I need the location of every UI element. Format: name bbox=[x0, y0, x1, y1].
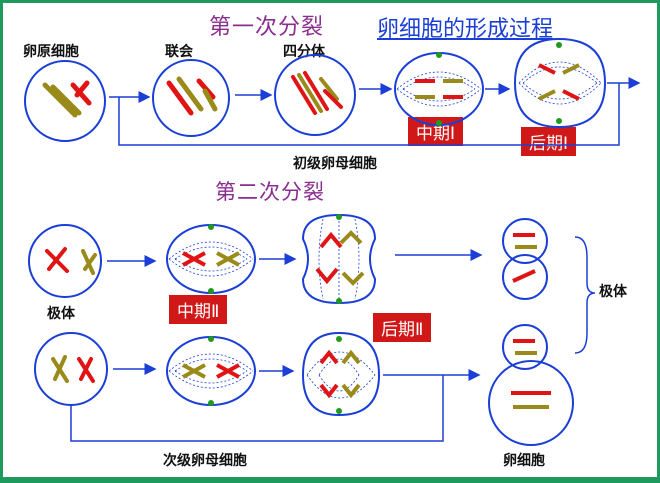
metaphase-1-badge: 中期Ⅰ bbox=[408, 117, 464, 146]
secondary-oocyte-label: 次级卵母细胞 bbox=[163, 453, 247, 469]
second-division-heading: 第二次分裂 bbox=[215, 180, 325, 204]
first-division-heading: 第一次分裂 bbox=[209, 15, 325, 40]
egg-cell-label: 卵细胞 bbox=[503, 453, 545, 469]
oogonium-label: 卵原细胞 bbox=[23, 44, 79, 60]
polar-body-top bbox=[502, 218, 548, 264]
polar-body-mid bbox=[502, 254, 548, 300]
anaphase-1-cell bbox=[513, 37, 607, 129]
metaphase-2-oocyte-cell bbox=[166, 336, 256, 406]
metaphase-2-polar-cell bbox=[166, 224, 256, 294]
polar-body-bottom bbox=[502, 324, 548, 370]
synapsis-label: 联会 bbox=[165, 44, 193, 60]
egg-cell bbox=[488, 360, 574, 446]
synapsis-cell bbox=[152, 59, 230, 137]
anaphase-1-badge: 后期Ⅰ bbox=[521, 127, 577, 156]
secondary-oocyte-cell bbox=[34, 332, 108, 406]
page-title[interactable]: 卵细胞的形成过程 bbox=[377, 17, 554, 42]
primary-oocyte-bracket bbox=[118, 83, 620, 146]
polar-body-cell bbox=[28, 224, 102, 298]
metaphase-2-badge: 中期Ⅱ bbox=[169, 295, 228, 324]
polar-body-label: 极体 bbox=[47, 306, 75, 322]
metaphase-1-cell bbox=[394, 52, 484, 126]
secondary-oocyte-bracket bbox=[70, 375, 444, 442]
anaphase-2-oocyte-cell bbox=[301, 331, 381, 417]
tetrad-cell bbox=[274, 54, 356, 136]
polar-bodies-brace bbox=[574, 236, 596, 354]
anaphase-2-badge: 后期Ⅱ bbox=[373, 313, 432, 342]
anaphase-2-polar-cell bbox=[301, 213, 377, 305]
primary-oocyte-label: 初级卵母细胞 bbox=[293, 156, 377, 172]
diagram-canvas bbox=[24, 37, 641, 446]
oogonium-cell bbox=[24, 60, 106, 142]
polar-bodies-label: 极体 bbox=[599, 284, 627, 300]
